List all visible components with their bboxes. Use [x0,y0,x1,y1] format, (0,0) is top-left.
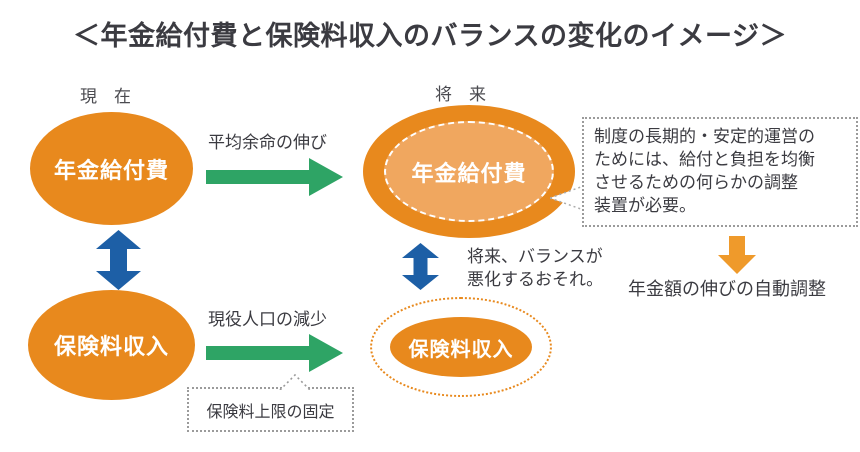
premium-cap-box: 保険料上限の固定 [187,387,354,432]
present-premium-ellipse: 保険料収入 [28,290,195,400]
green-right-arrow-icon [206,334,343,372]
future-benefit-inner-ellipse: 年金給付費 [384,121,554,222]
present-column-label: 現 在 [80,87,131,107]
future-benefit-ellipse: 年金給付費 [363,105,575,238]
benefit-arrow-label: 平均余命の伸び [208,133,327,153]
future-premium-dotted-ellipse: 保険料収入 [370,297,552,397]
future-benefit-label: 年金給付費 [411,161,527,187]
page-title: ＜年金給付費と保険料収入のバランスの変化のイメージ＞ [73,21,787,52]
blue-double-arrow-icon [96,230,141,290]
premium-arrow-label: 現役人口の減少 [208,310,327,330]
present-benefit-ellipse: 年金給付費 [30,112,193,225]
present-premium-label: 保険料収入 [53,335,169,360]
green-right-arrow-icon [206,158,343,196]
present-benefit-label: 年金給付費 [53,158,169,184]
future-column-label: 将 来 [435,85,486,105]
auto-adjust-label: 年金額の伸びの自動調整 [628,279,826,300]
premium-cap-label: 保険料上限の固定 [206,401,335,421]
balance-warning-text: 将来、バランスが 悪化するおそれ。 [467,247,604,290]
orange-down-arrow-icon [718,236,756,274]
caret-pointer-icon [279,373,311,390]
callout-pointer-icon [550,183,592,213]
future-premium-ellipse: 保険料収入 [390,317,532,377]
blue-double-arrow-icon [402,243,439,290]
adjustment-note-box: 制度の長期的・安定的運営の ためには、給付と負担を均衡 させるための何らかの調整… [582,117,858,227]
future-premium-label: 保険料収入 [408,336,514,361]
